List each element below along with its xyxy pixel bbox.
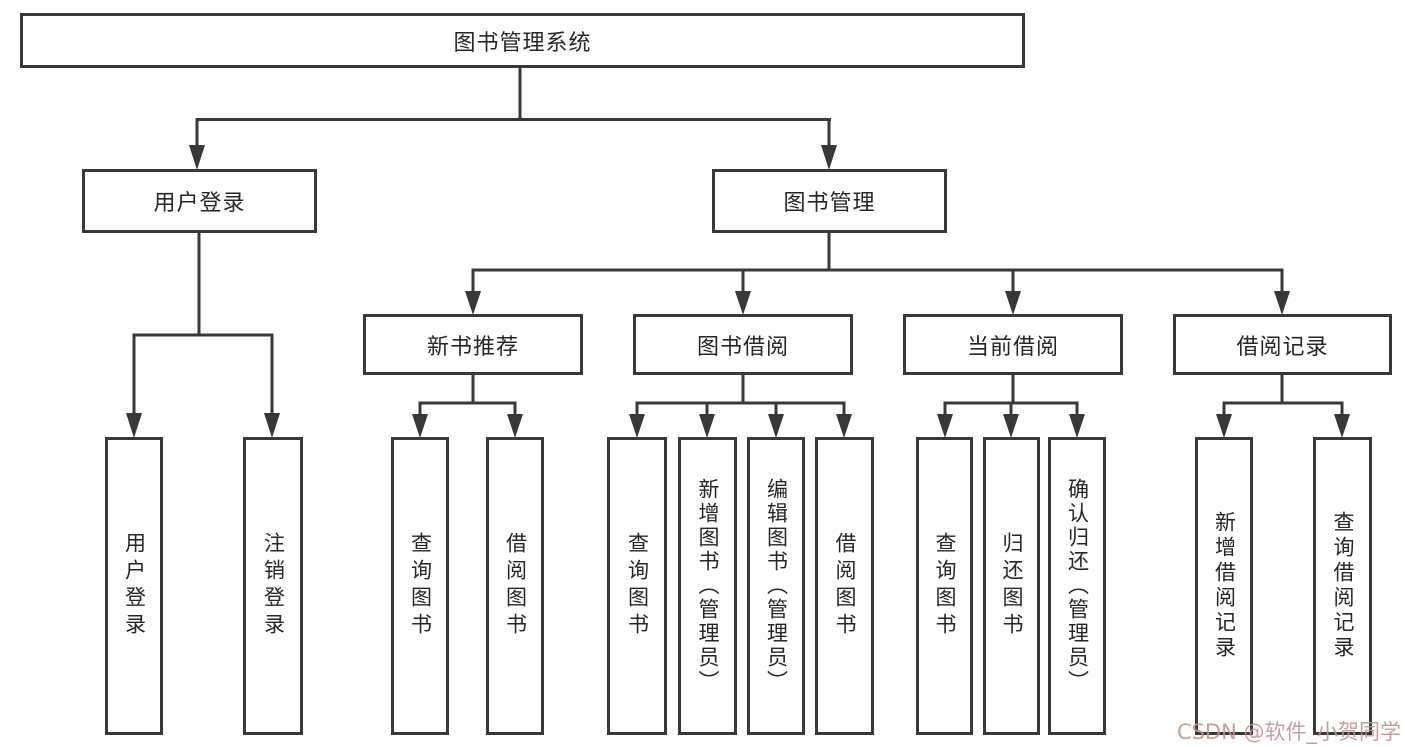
- connector-book-borrowing: [629, 375, 852, 438]
- node-label: 查询图书: [408, 532, 433, 640]
- node-new-book-recommend: 新书推荐: [363, 314, 583, 375]
- node-label: 借阅图书: [503, 532, 528, 640]
- connector-user-login: [126, 233, 280, 438]
- arrow-down-icon: [821, 145, 837, 170]
- node-label: 新增借阅记录: [1212, 511, 1237, 661]
- leaf-borrow-books-2: 借阅图书: [815, 437, 874, 735]
- node-label: 借阅图书: [833, 532, 858, 640]
- arrow-down-icon: [1003, 414, 1019, 438]
- leaf-add-books-admin: 新增图书（管理员）: [678, 437, 737, 735]
- node-book-borrowing: 图书借阅: [633, 314, 853, 375]
- leaf-query-books-1: 查询图书: [391, 437, 449, 735]
- node-label: 查询图书: [933, 532, 958, 640]
- leaf-user-login: 用户登录: [105, 437, 163, 735]
- leaf-query-books-3: 查询图书: [916, 437, 973, 735]
- arrow-down-icon: [836, 414, 852, 438]
- arrow-down-icon: [1274, 291, 1290, 315]
- node-book-management: 图书管理: [712, 169, 947, 233]
- arrow-down-icon: [1005, 291, 1021, 315]
- node-label: 图书管理系统: [453, 30, 592, 56]
- leaf-return-books: 归还图书: [983, 437, 1040, 735]
- arrow-down-icon: [629, 414, 645, 438]
- connector-borrowing-records: [1216, 375, 1350, 438]
- node-current-borrowing: 当前借阅: [903, 314, 1123, 375]
- node-label: 确认归还（管理员）: [1065, 478, 1090, 694]
- node-label: 查询借阅记录: [1331, 511, 1356, 661]
- node-borrowing-records: 借阅记录: [1173, 314, 1392, 375]
- node-label: 图书借阅: [696, 334, 789, 360]
- leaf-borrow-books-1: 借阅图书: [486, 437, 544, 735]
- arrow-down-icon: [412, 414, 428, 438]
- arrow-down-icon: [465, 291, 481, 315]
- connector-current-borrowing: [937, 375, 1085, 438]
- node-label: 新增图书（管理员）: [696, 478, 721, 694]
- node-label: 图书管理: [783, 191, 876, 216]
- leaf-confirm-return-admin: 确认归还（管理员）: [1048, 437, 1106, 735]
- node-label: 当前借阅: [966, 334, 1059, 360]
- node-library-management-system: 图书管理系统: [20, 13, 1025, 68]
- leaf-query-books-2: 查询图书: [607, 437, 667, 735]
- node-user-login: 用户登录: [82, 169, 317, 233]
- arrow-down-icon: [768, 414, 784, 438]
- node-label: 新书推荐: [426, 334, 519, 360]
- node-label: 借阅记录: [1236, 334, 1329, 360]
- arrow-down-icon: [189, 145, 205, 170]
- node-label: 查询图书: [625, 532, 650, 640]
- leaf-query-borrow-record: 查询借阅记录: [1313, 437, 1372, 735]
- node-label: 注销登录: [261, 532, 286, 640]
- csdn-watermark: CSDN @软件_小贺同学: [1176, 720, 1401, 744]
- leaf-logout: 注销登录: [243, 437, 303, 735]
- connector-root: [189, 68, 837, 170]
- leaf-add-borrow-record: 新增借阅记录: [1195, 437, 1253, 735]
- node-label: 编辑图书（管理员）: [764, 478, 789, 694]
- arrow-down-icon: [507, 414, 523, 438]
- arrow-down-icon: [735, 291, 751, 315]
- arrow-down-icon: [126, 413, 142, 438]
- node-label: 归还图书: [1000, 532, 1025, 640]
- leaf-edit-books-admin: 编辑图书（管理员）: [747, 437, 805, 735]
- connector-new-book-recommend: [412, 375, 523, 438]
- arrow-down-icon: [1216, 414, 1232, 438]
- arrow-down-icon: [1334, 414, 1350, 438]
- arrow-down-icon: [937, 414, 953, 438]
- arrow-down-icon: [1069, 414, 1085, 438]
- connector-book-management: [465, 233, 1290, 315]
- arrow-down-icon: [699, 414, 715, 438]
- node-label: 用户登录: [122, 532, 147, 640]
- node-label: 用户登录: [153, 191, 246, 216]
- arrow-down-icon: [264, 413, 280, 438]
